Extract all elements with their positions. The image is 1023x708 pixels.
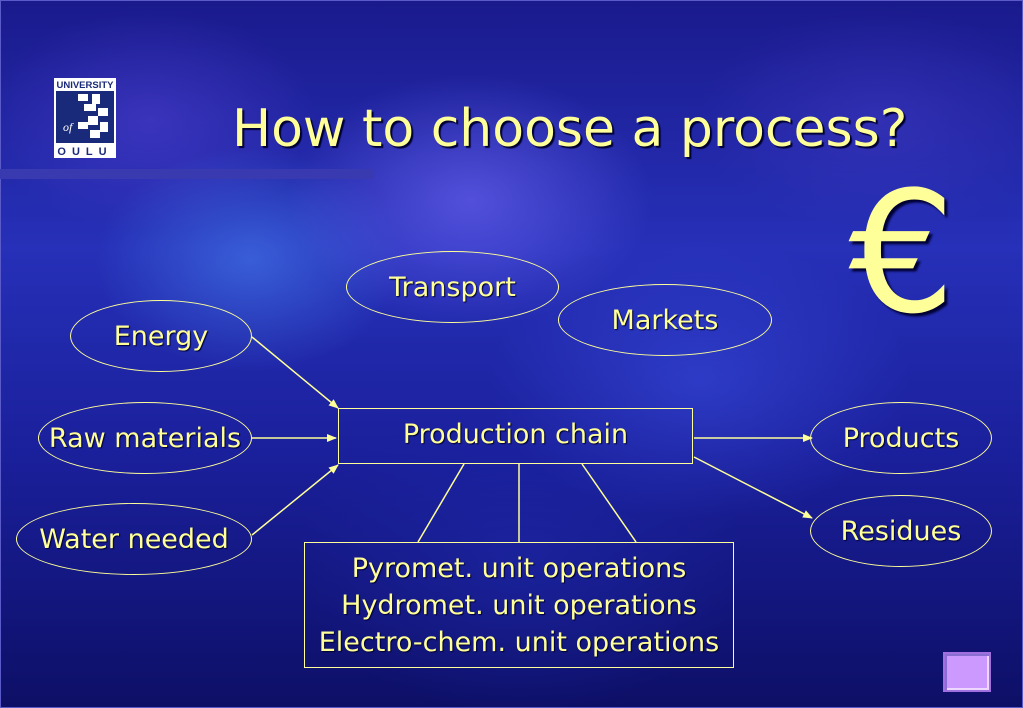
- line-chain-to-ops-right: [581, 463, 637, 543]
- node-transport: Transport: [346, 251, 559, 323]
- euro-symbol: €: [848, 155, 956, 351]
- node-transport-label: Transport: [389, 272, 516, 303]
- node-raw-materials-label: Raw materials: [48, 422, 242, 454]
- node-water-needed: Water needed: [16, 503, 252, 575]
- node-energy-label: Energy: [113, 320, 209, 352]
- node-production-chain: Production chain: [338, 408, 693, 464]
- logo-text-of: of: [63, 120, 74, 134]
- university-of-oulu-logo: UNIVERSITY of OULU: [54, 78, 116, 158]
- node-residues-label: Residues: [840, 515, 962, 547]
- node-energy: Energy: [70, 300, 252, 372]
- line-chain-to-ops-left: [417, 463, 465, 543]
- logo-text-oulu: OULU: [57, 146, 112, 158]
- arrow-water-to-chain: [251, 464, 339, 536]
- title-accent-bar: [0, 169, 374, 179]
- ops-line-electrochem: Electro-chem. unit operations: [318, 626, 720, 658]
- unit-operations-box: Pyromet. unit operations Hydromet. unit …: [304, 542, 734, 668]
- node-water-needed-label: Water needed: [39, 523, 229, 555]
- node-markets: Markets: [558, 284, 772, 356]
- ops-line-pyromet: Pyromet. unit operations: [351, 552, 687, 584]
- node-raw-materials: Raw materials: [38, 402, 252, 474]
- node-products: Products: [810, 402, 992, 474]
- arrow-chain-to-residues: [693, 456, 813, 519]
- logo-text-university: UNIVERSITY: [56, 80, 114, 91]
- node-products-label: Products: [842, 422, 960, 454]
- slide-title: How to choose a process?: [232, 99, 908, 159]
- ops-line-hydromet: Hydromet. unit operations: [341, 589, 697, 621]
- node-production-chain-label: Production chain: [402, 419, 629, 450]
- arrow-energy-to-chain: [251, 336, 339, 409]
- node-markets-label: Markets: [611, 304, 719, 336]
- node-residues: Residues: [810, 495, 992, 567]
- nav-square-icon[interactable]: [943, 652, 991, 692]
